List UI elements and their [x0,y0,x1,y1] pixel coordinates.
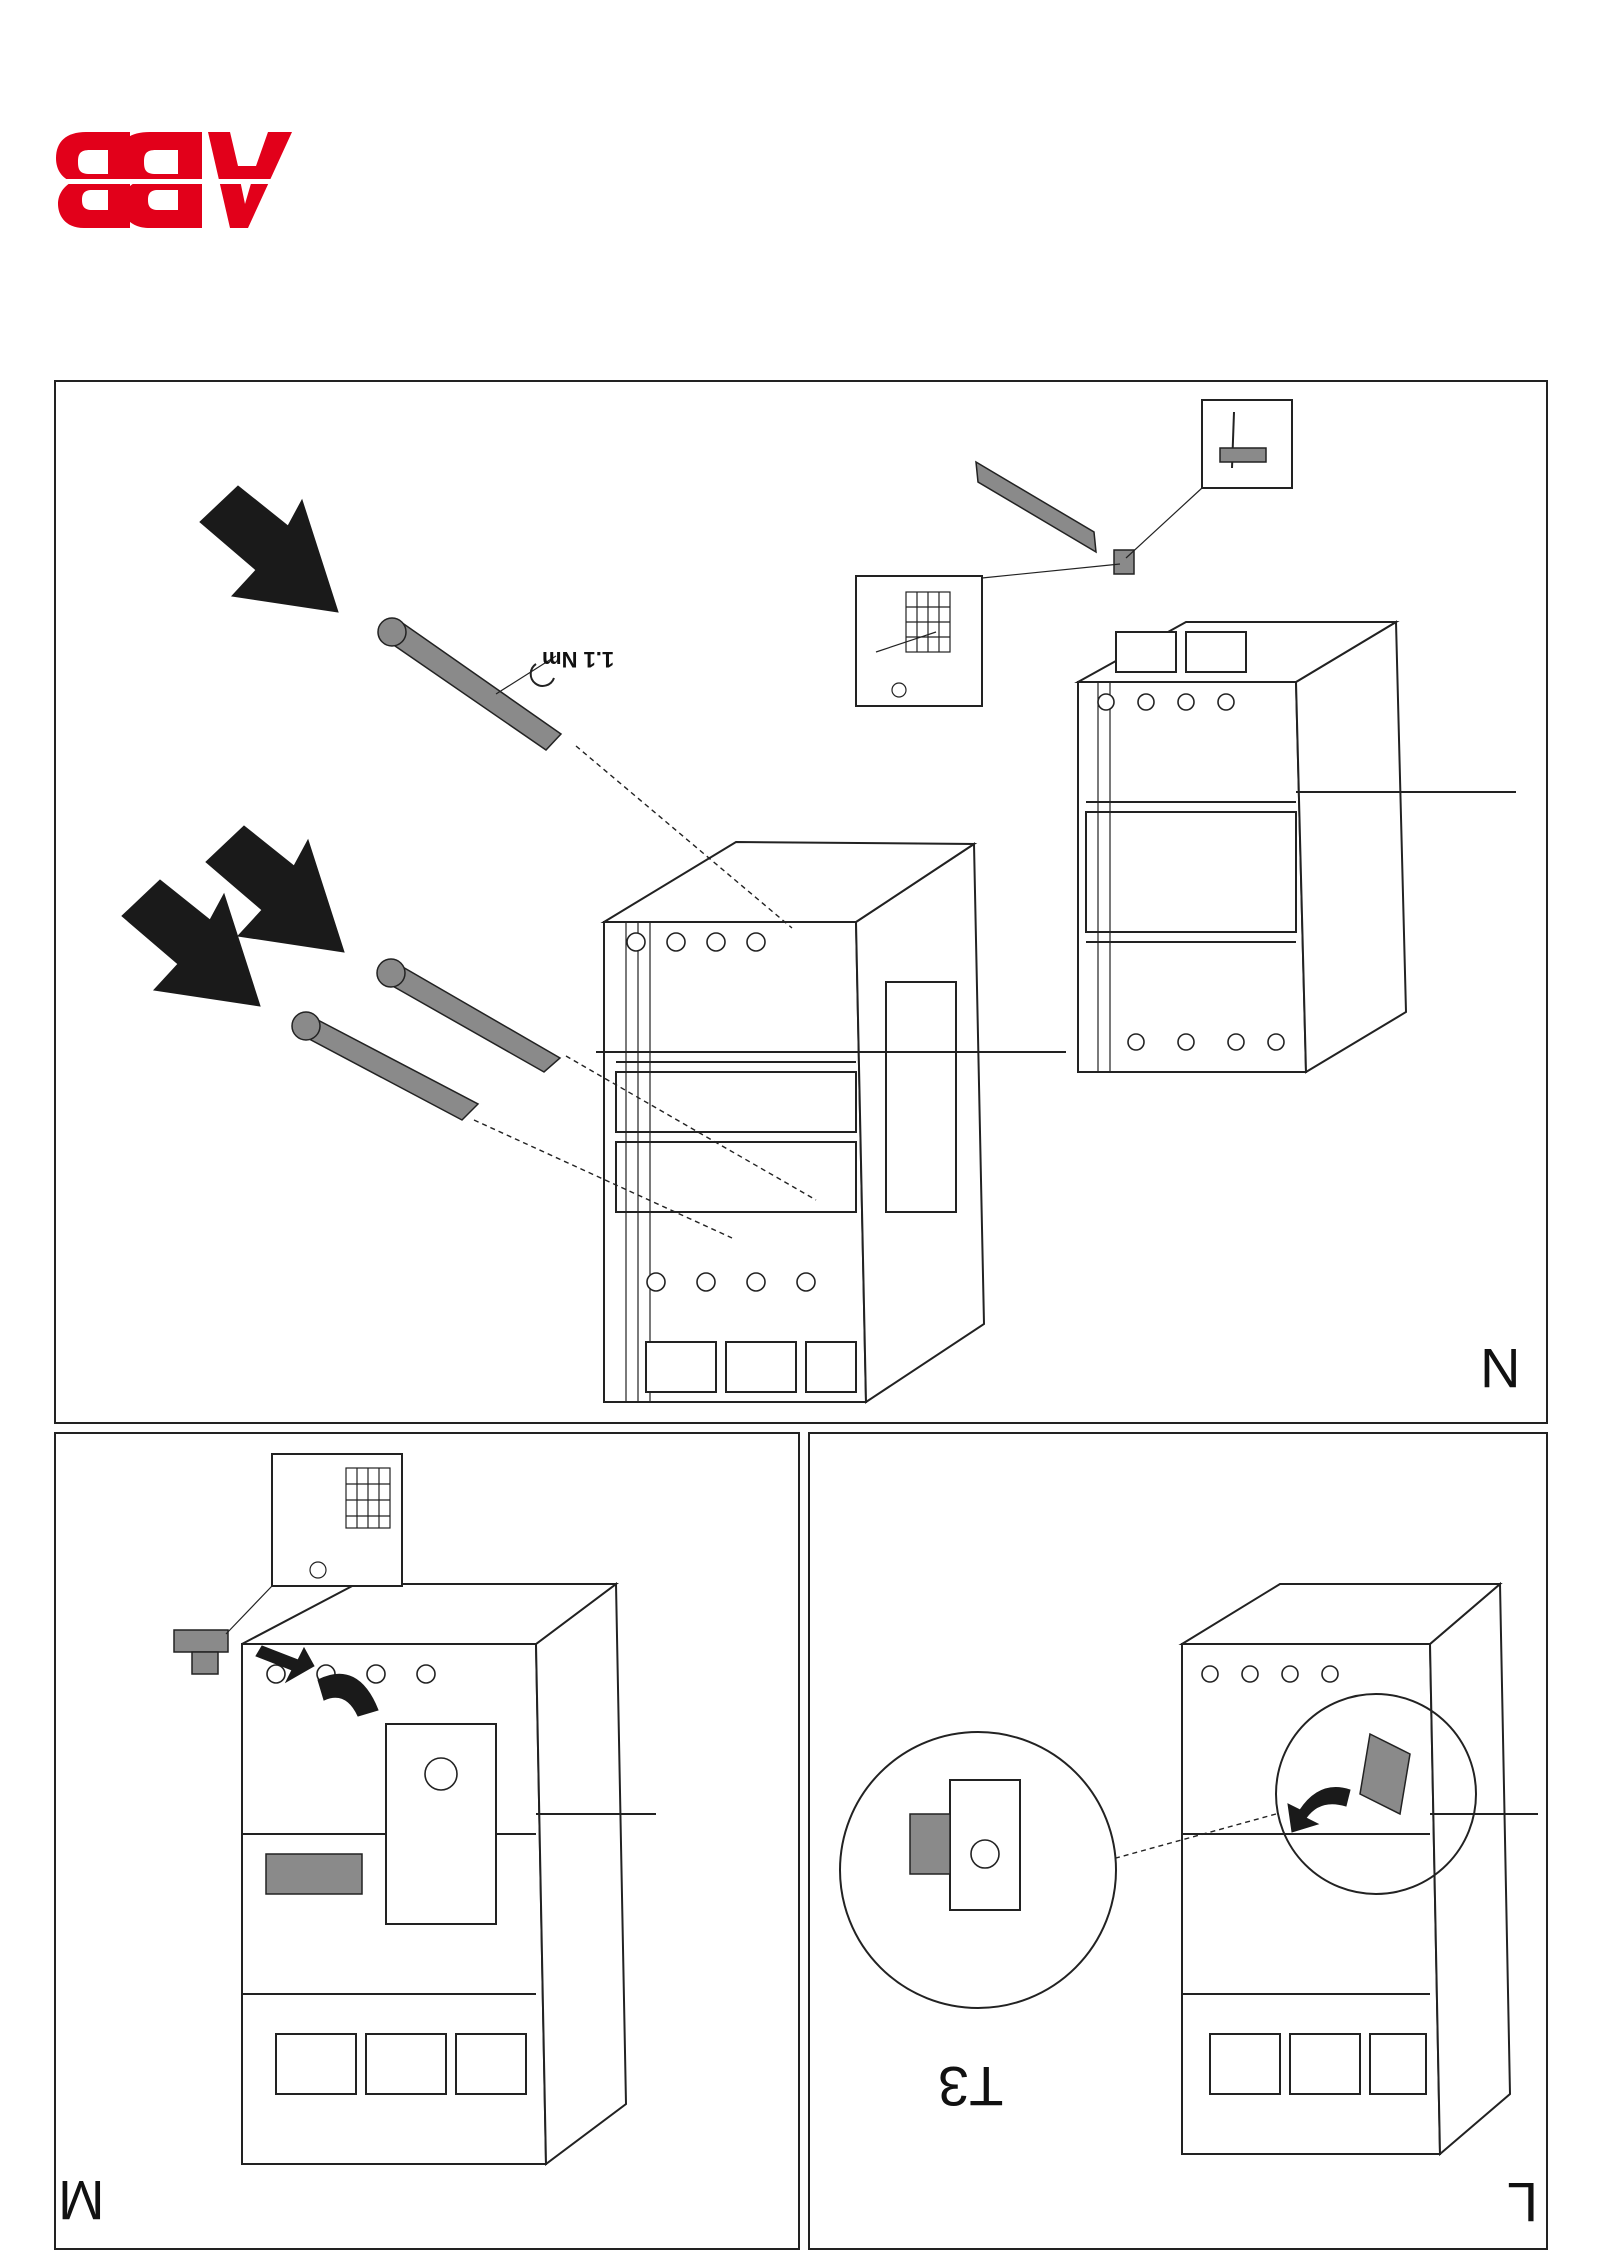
step-m-panel: M [54,1432,800,2250]
tool-icon [225,1453,403,1635]
step-letter-n: N [1479,1337,1520,1400]
circuit-breaker-right [1074,620,1516,1074]
arrow-icon [255,1645,379,1717]
arrow-icon [1287,1732,1411,1833]
zoom-detail [839,1693,1477,2009]
step-l-illustration [839,1581,1538,2157]
step-m-illustration [173,1453,656,2166]
arrow-icon [121,485,345,1007]
torque-icon [495,655,557,695]
model-label: T3 [938,2055,1004,2118]
step-n-panel: 1.1 Nm N [54,380,1548,1424]
abb-logo [50,128,300,232]
screw-icon [291,617,817,1239]
busbar-icon [975,460,1135,575]
circuit-breaker-m [241,1582,656,2166]
step-n-illustration [121,399,1516,1404]
torque-label: 1.1 Nm [542,647,615,672]
step-letter-m: M [58,2169,105,2232]
clip-icon [1125,399,1293,559]
circuit-breaker-l [1178,1581,1538,2157]
clip-icon [173,1629,229,1675]
step-l-panel: T3 L [808,1432,1548,2250]
circuit-breaker-left [596,840,1066,1404]
step-letter-l: L [1506,2171,1538,2234]
tool-icon [855,563,1121,707]
